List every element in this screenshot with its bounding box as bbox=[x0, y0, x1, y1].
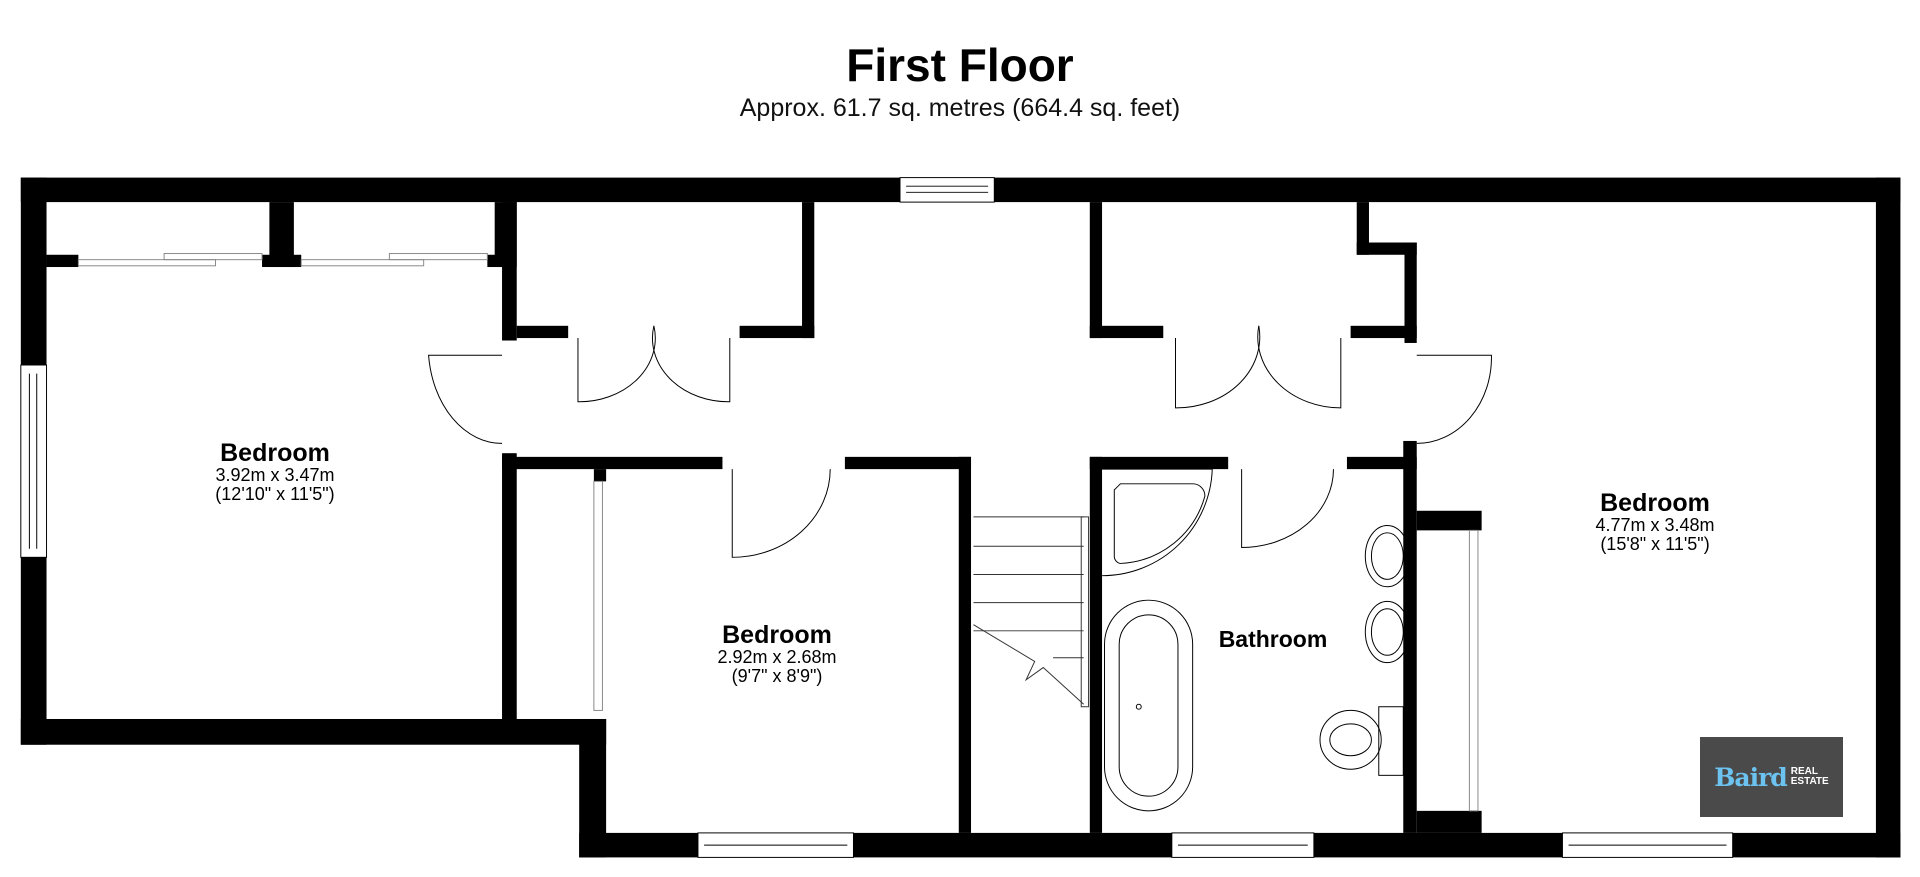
room-name: Bedroom bbox=[220, 439, 330, 467]
room-name: Bedroom bbox=[722, 621, 832, 649]
room-name: Bedroom bbox=[1600, 489, 1710, 517]
room-imperial: (12'10" x 11'5") bbox=[215, 484, 335, 505]
logo-tagline-1: REAL bbox=[1790, 765, 1818, 777]
walls bbox=[20, 177, 1901, 858]
room-metric: 4.77m x 3.48m bbox=[1595, 515, 1715, 536]
page-title: First Floor bbox=[846, 39, 1074, 91]
floor-area: Approx. 61.7 sq. metres (664.4 sq. feet) bbox=[739, 94, 1181, 122]
room-label-bedroom-3: Bedroom 4.77m x 3.48m (15'8" x 11'5") bbox=[1555, 490, 1755, 554]
fixtures bbox=[20, 177, 1734, 858]
room-metric: 3.92m x 3.47m bbox=[215, 465, 335, 486]
room-label-bedroom-1: Bedroom 3.92m x 3.47m (12'10" x 11'5") bbox=[175, 440, 375, 504]
logo-tagline-2: ESTATE bbox=[1790, 776, 1829, 787]
room-label-bedroom-2: Bedroom 2.92m x 2.68m (9'7" x 8'9") bbox=[677, 622, 877, 686]
logo-brand: Baird bbox=[1714, 762, 1787, 792]
room-name: Bathroom bbox=[1218, 626, 1328, 652]
room-label-bathroom: Bathroom bbox=[1173, 627, 1373, 651]
room-metric: 2.92m x 2.68m bbox=[717, 647, 837, 668]
room-imperial: (9'7" x 8'9") bbox=[731, 666, 823, 687]
room-imperial: (15'8" x 11'5") bbox=[1600, 534, 1710, 555]
